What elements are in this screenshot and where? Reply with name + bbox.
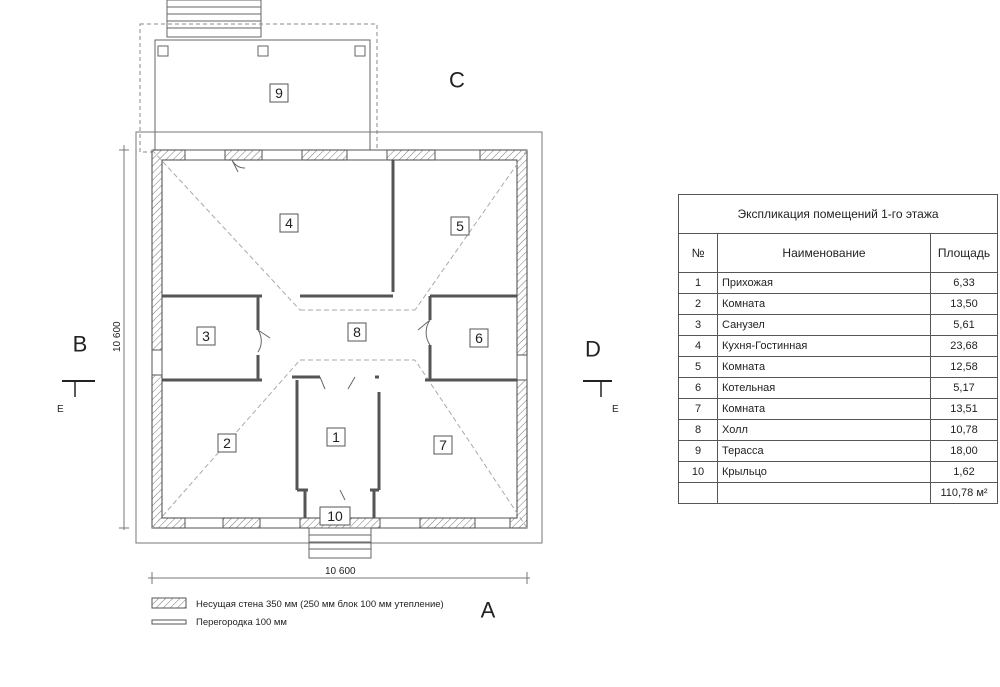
header-area: Площадь: [930, 233, 998, 273]
terrace-outline: [139, 23, 378, 153]
room-number: 1: [332, 429, 340, 445]
section-mark-right: E: [612, 404, 619, 415]
row-area: 13,50: [930, 293, 998, 315]
axis-a-label: A: [481, 598, 496, 623]
table-title: Экспликация помещений 1-го этажа: [678, 194, 998, 234]
row-name: Котельная: [717, 377, 931, 399]
room-7-label: 7: [433, 435, 453, 455]
room-number: 3: [202, 328, 210, 344]
windows: [151, 149, 528, 529]
row-area: 1,62: [930, 461, 998, 483]
row-number: 3: [678, 314, 718, 336]
section-mark-left: E: [57, 404, 64, 415]
roof-outline: [135, 131, 543, 544]
room-6-label: 6: [469, 328, 489, 348]
header-num: №: [678, 233, 718, 273]
room-number: 8: [353, 324, 361, 340]
porch-stairs: [308, 527, 372, 559]
row-area: 18,00: [930, 440, 998, 462]
room-number: 7: [439, 437, 447, 453]
room-number: 4: [285, 215, 293, 231]
dimension-lines: [119, 145, 530, 584]
room-number: 5: [456, 218, 464, 234]
room-5-label: 5: [450, 216, 470, 236]
legend-wall-text: Несущая стена 350 мм (250 мм блок 100 мм…: [196, 599, 444, 610]
total-empty-2: [717, 482, 931, 504]
dimension-bottom: 10 600: [325, 566, 356, 577]
header-name: Наименование: [717, 233, 931, 273]
terrace-stairs: [166, 0, 262, 38]
room-number: 10: [327, 508, 343, 524]
row-area: 6,33: [930, 272, 998, 294]
room-schedule-table: Экспликация помещений 1-го этажа № Наиме…: [678, 194, 998, 504]
total-empty-1: [678, 482, 718, 504]
doors: [231, 159, 431, 501]
row-name: Крыльцо: [717, 461, 931, 483]
room-labels: 1 2 3 4 5 6 7 8: [196, 83, 489, 526]
row-name: Санузел: [717, 314, 931, 336]
roof-ridges: [151, 149, 528, 529]
room-9-label: 9: [269, 83, 289, 103]
row-name: Комната: [717, 356, 931, 378]
legend-wall-swatch: [151, 597, 187, 609]
room-2-label: 2: [217, 433, 237, 453]
terrace: [154, 39, 371, 153]
row-number: 7: [678, 398, 718, 420]
row-number: 4: [678, 335, 718, 357]
room-number: 9: [275, 85, 283, 101]
dimension-left: 10 600: [112, 321, 123, 352]
row-number: 5: [678, 356, 718, 378]
axis-c-label: C: [449, 68, 465, 93]
room-8-label: 8: [347, 322, 367, 342]
row-name: Прихожая: [717, 272, 931, 294]
row-area: 5,61: [930, 314, 998, 336]
row-area: 13,51: [930, 398, 998, 420]
axis-b-label: B: [73, 332, 88, 357]
room-4-label: 4: [279, 213, 299, 233]
row-area: 10,78: [930, 419, 998, 441]
room-number: 6: [475, 330, 483, 346]
legend-partition-text: Перегородка 100 мм: [196, 617, 287, 628]
room-number: 2: [223, 435, 231, 451]
partitions: [162, 160, 517, 518]
axis-d-label: D: [585, 337, 601, 362]
row-area: 23,68: [930, 335, 998, 357]
row-number: 10: [678, 461, 718, 483]
row-number: 2: [678, 293, 718, 315]
row-number: 1: [678, 272, 718, 294]
row-name: Терасса: [717, 440, 931, 462]
row-number: 9: [678, 440, 718, 462]
row-area: 12,58: [930, 356, 998, 378]
room-10-label: 10: [319, 506, 351, 526]
legend-partition-swatch: [151, 619, 187, 625]
row-name: Комната: [717, 398, 931, 420]
section-marker-right: [583, 380, 612, 397]
row-name: Холл: [717, 419, 931, 441]
total-area: 110,78 м²: [930, 482, 998, 504]
room-3-label: 3: [196, 326, 216, 346]
row-name: Комната: [717, 293, 931, 315]
row-number: 6: [678, 377, 718, 399]
section-marker-left: [62, 380, 95, 397]
row-area: 5,17: [930, 377, 998, 399]
row-name: Кухня-Гостинная: [717, 335, 931, 357]
row-number: 8: [678, 419, 718, 441]
room-1-label: 1: [326, 427, 346, 447]
